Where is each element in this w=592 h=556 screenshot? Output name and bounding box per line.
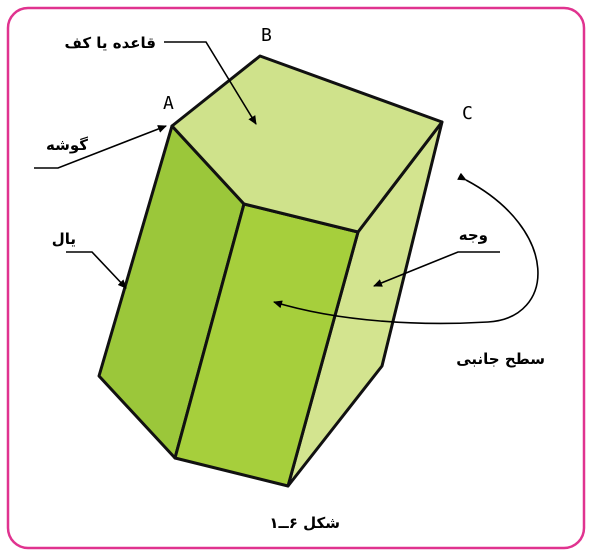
lateral-surface-label: سطح جانبی: [456, 350, 545, 368]
face-label: وجه: [459, 226, 488, 244]
edge-leader: [66, 251, 127, 289]
base-label: قاعده یا کف: [64, 34, 156, 52]
point-b-label: B: [261, 25, 272, 46]
point-c-label: C: [462, 103, 473, 124]
point-a-label: A: [163, 93, 174, 114]
figure-caption: شکل ۶ــ۱: [269, 514, 340, 532]
base-leader: [164, 41, 257, 125]
edge-label: یال: [52, 230, 76, 248]
corner-leader: [34, 125, 167, 169]
corner-label: گوشه: [46, 136, 88, 154]
lateral-surface-arrow: [273, 172, 539, 325]
